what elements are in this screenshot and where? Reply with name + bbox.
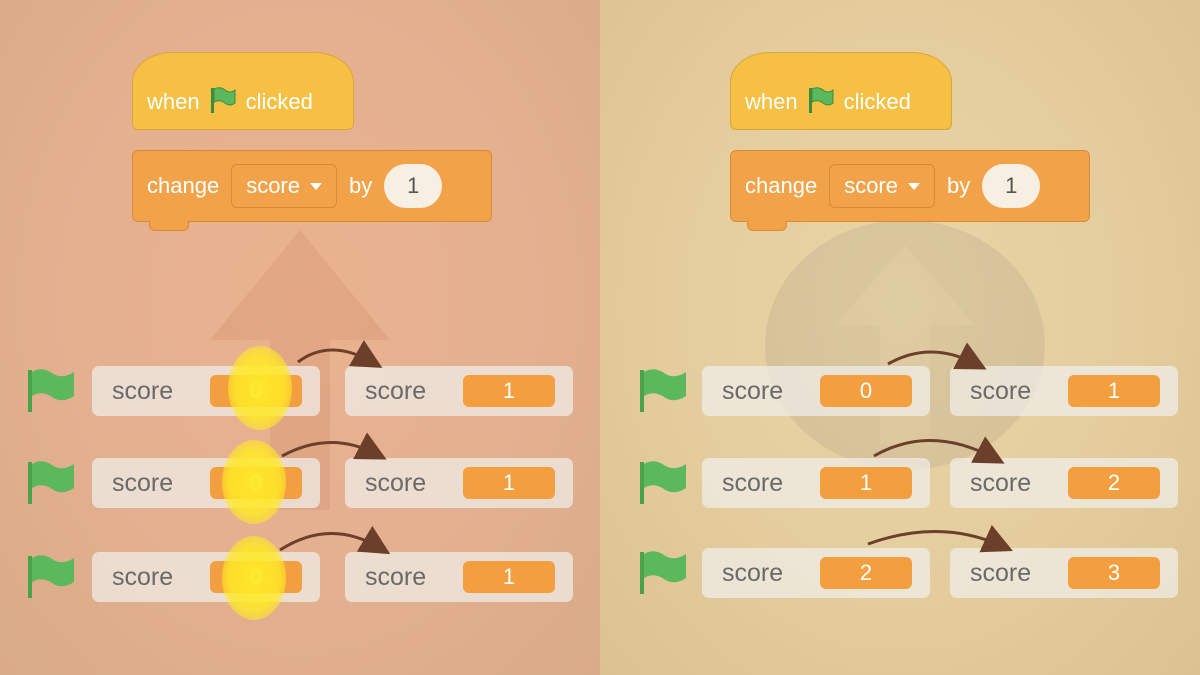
by-label: by	[348, 173, 373, 198]
amount-input[interactable]: 1	[384, 164, 443, 208]
monitor-label: score	[365, 468, 427, 497]
watermark-circle-arrow-icon	[765, 220, 1045, 470]
score-monitor-after: score 1	[345, 458, 573, 508]
monitor-value: 2	[1068, 467, 1160, 499]
when-label: when	[147, 89, 200, 114]
monitor-label: score	[112, 376, 174, 405]
score-monitor-before: score 2	[702, 548, 930, 598]
variable-name: score	[844, 173, 898, 198]
score-monitor-after: score 1	[950, 366, 1178, 416]
by-label: by	[946, 173, 971, 198]
monitor-label: score	[722, 468, 784, 497]
score-monitor-after: score 3	[950, 548, 1178, 598]
monitor-value: 1	[1068, 375, 1160, 407]
green-flag-icon[interactable]	[638, 548, 688, 596]
monitor-value: 0	[820, 375, 912, 407]
green-flag-icon[interactable]	[26, 458, 76, 506]
variable-dropdown[interactable]: score	[829, 164, 935, 208]
monitor-label: score	[112, 562, 174, 591]
monitor-value: 1	[463, 375, 555, 407]
score-monitor-after: score 2	[950, 458, 1178, 508]
monitor-label: score	[365, 376, 427, 405]
change-score-block[interactable]: change score by 1	[730, 150, 1090, 231]
amount-input[interactable]: 1	[982, 164, 1041, 208]
green-flag-icon[interactable]	[638, 458, 688, 506]
green-flag-icon[interactable]	[26, 552, 76, 600]
monitor-label: score	[365, 562, 427, 591]
monitor-label: score	[722, 558, 784, 587]
block-notch	[149, 221, 189, 231]
highlight-glow	[228, 346, 292, 430]
highlight-glow	[222, 536, 286, 620]
change-score-block[interactable]: change score by 1	[132, 150, 492, 231]
green-flag-icon[interactable]	[26, 366, 76, 414]
monitor-value: 1	[820, 467, 912, 499]
when-label: when	[745, 89, 798, 114]
green-flag-icon	[208, 85, 238, 115]
clicked-label: clicked	[843, 89, 911, 114]
highlight-glow	[222, 440, 286, 524]
score-monitor-before: score 0	[702, 366, 930, 416]
monitor-label: score	[722, 376, 784, 405]
green-flag-icon[interactable]	[638, 366, 688, 414]
change-label: change	[147, 173, 220, 198]
clicked-label: clicked	[245, 89, 313, 114]
monitor-label: score	[112, 468, 174, 497]
chevron-down-icon	[907, 182, 920, 190]
variable-dropdown[interactable]: score	[231, 164, 337, 208]
monitor-value: 1	[463, 467, 555, 499]
when-flag-clicked-block[interactable]: when clicked	[730, 52, 952, 130]
change-label: change	[745, 173, 818, 198]
green-flag-icon	[806, 85, 836, 115]
block-notch	[747, 221, 787, 231]
monitor-value: 1	[463, 561, 555, 593]
monitor-value: 3	[1068, 557, 1160, 589]
monitor-value: 2	[820, 557, 912, 589]
when-flag-clicked-block[interactable]: when clicked	[132, 52, 354, 130]
monitor-label: score	[970, 468, 1032, 497]
monitor-label: score	[970, 376, 1032, 405]
score-monitor-before: score 1	[702, 458, 930, 508]
score-monitor-after: score 1	[345, 366, 573, 416]
monitor-label: score	[970, 558, 1032, 587]
score-monitor-after: score 1	[345, 552, 573, 602]
chevron-down-icon	[309, 182, 322, 190]
variable-name: score	[246, 173, 300, 198]
